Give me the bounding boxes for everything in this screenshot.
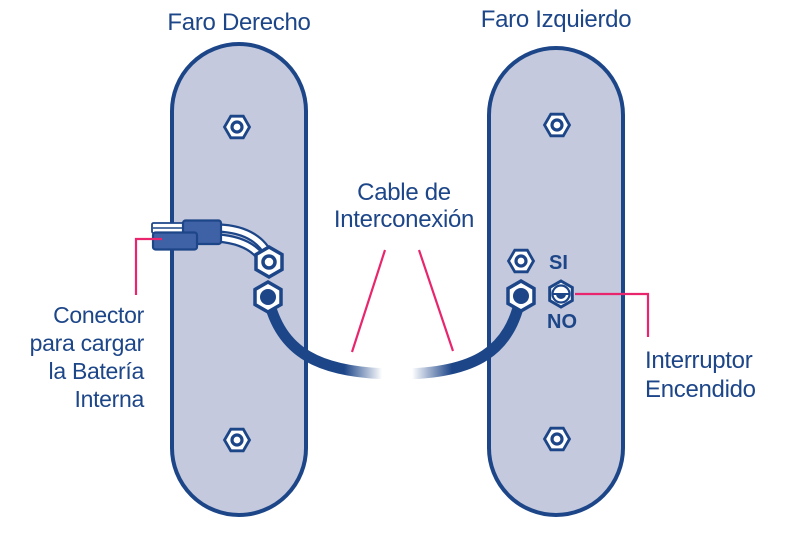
nut-top-right-headlamp — [222, 114, 252, 140]
connector-label-line2: para cargar — [29, 330, 145, 356]
leader-line-switch — [575, 292, 650, 337]
interconnection-cable — [262, 290, 527, 380]
nut-switch-area — [506, 248, 536, 274]
nut-bottom-left-headlamp — [542, 426, 572, 452]
plug-body-lower — [151, 231, 199, 251]
connector-label-line1: Conector — [53, 302, 144, 328]
charging-connector-label: Conector para cargar la Batería Interna — [0, 301, 145, 413]
power-switch-icon[interactable] — [548, 279, 574, 309]
left-headlamp-housing — [487, 46, 625, 517]
power-switch-label: Interruptor Encendido — [645, 346, 795, 404]
cable-label-line2: Interconexión — [333, 206, 475, 233]
switch-label-line2: Encendido — [645, 376, 756, 403]
cable-grommet-right-headlamp — [253, 279, 283, 315]
connector-label-line4: Interna — [74, 386, 144, 412]
cable-label-line1: Cable de — [357, 179, 451, 206]
wire-terminal-hex — [254, 244, 284, 280]
interconnection-cable-label: Cable de Interconexión — [304, 179, 504, 233]
leader-line-connector — [134, 237, 162, 295]
connector-label-line3: la Batería — [48, 358, 145, 384]
switch-label-line1: Interruptor — [645, 347, 753, 374]
right-headlamp-housing — [170, 42, 308, 517]
left-headlamp-title: Faro Izquierdo — [480, 6, 632, 33]
leader-line-cable-left — [350, 249, 387, 353]
nut-top-left-headlamp — [542, 112, 572, 138]
leader-line-cable-right — [417, 249, 455, 352]
cable-grommet-left-headlamp — [506, 278, 536, 314]
switch-on-label: SI — [549, 252, 568, 274]
right-headlamp-title: Faro Derecho — [167, 9, 311, 36]
charging-connector-plug — [151, 219, 223, 251]
switch-off-label: NO — [547, 311, 577, 333]
nut-bottom-right-headlamp — [222, 427, 252, 453]
